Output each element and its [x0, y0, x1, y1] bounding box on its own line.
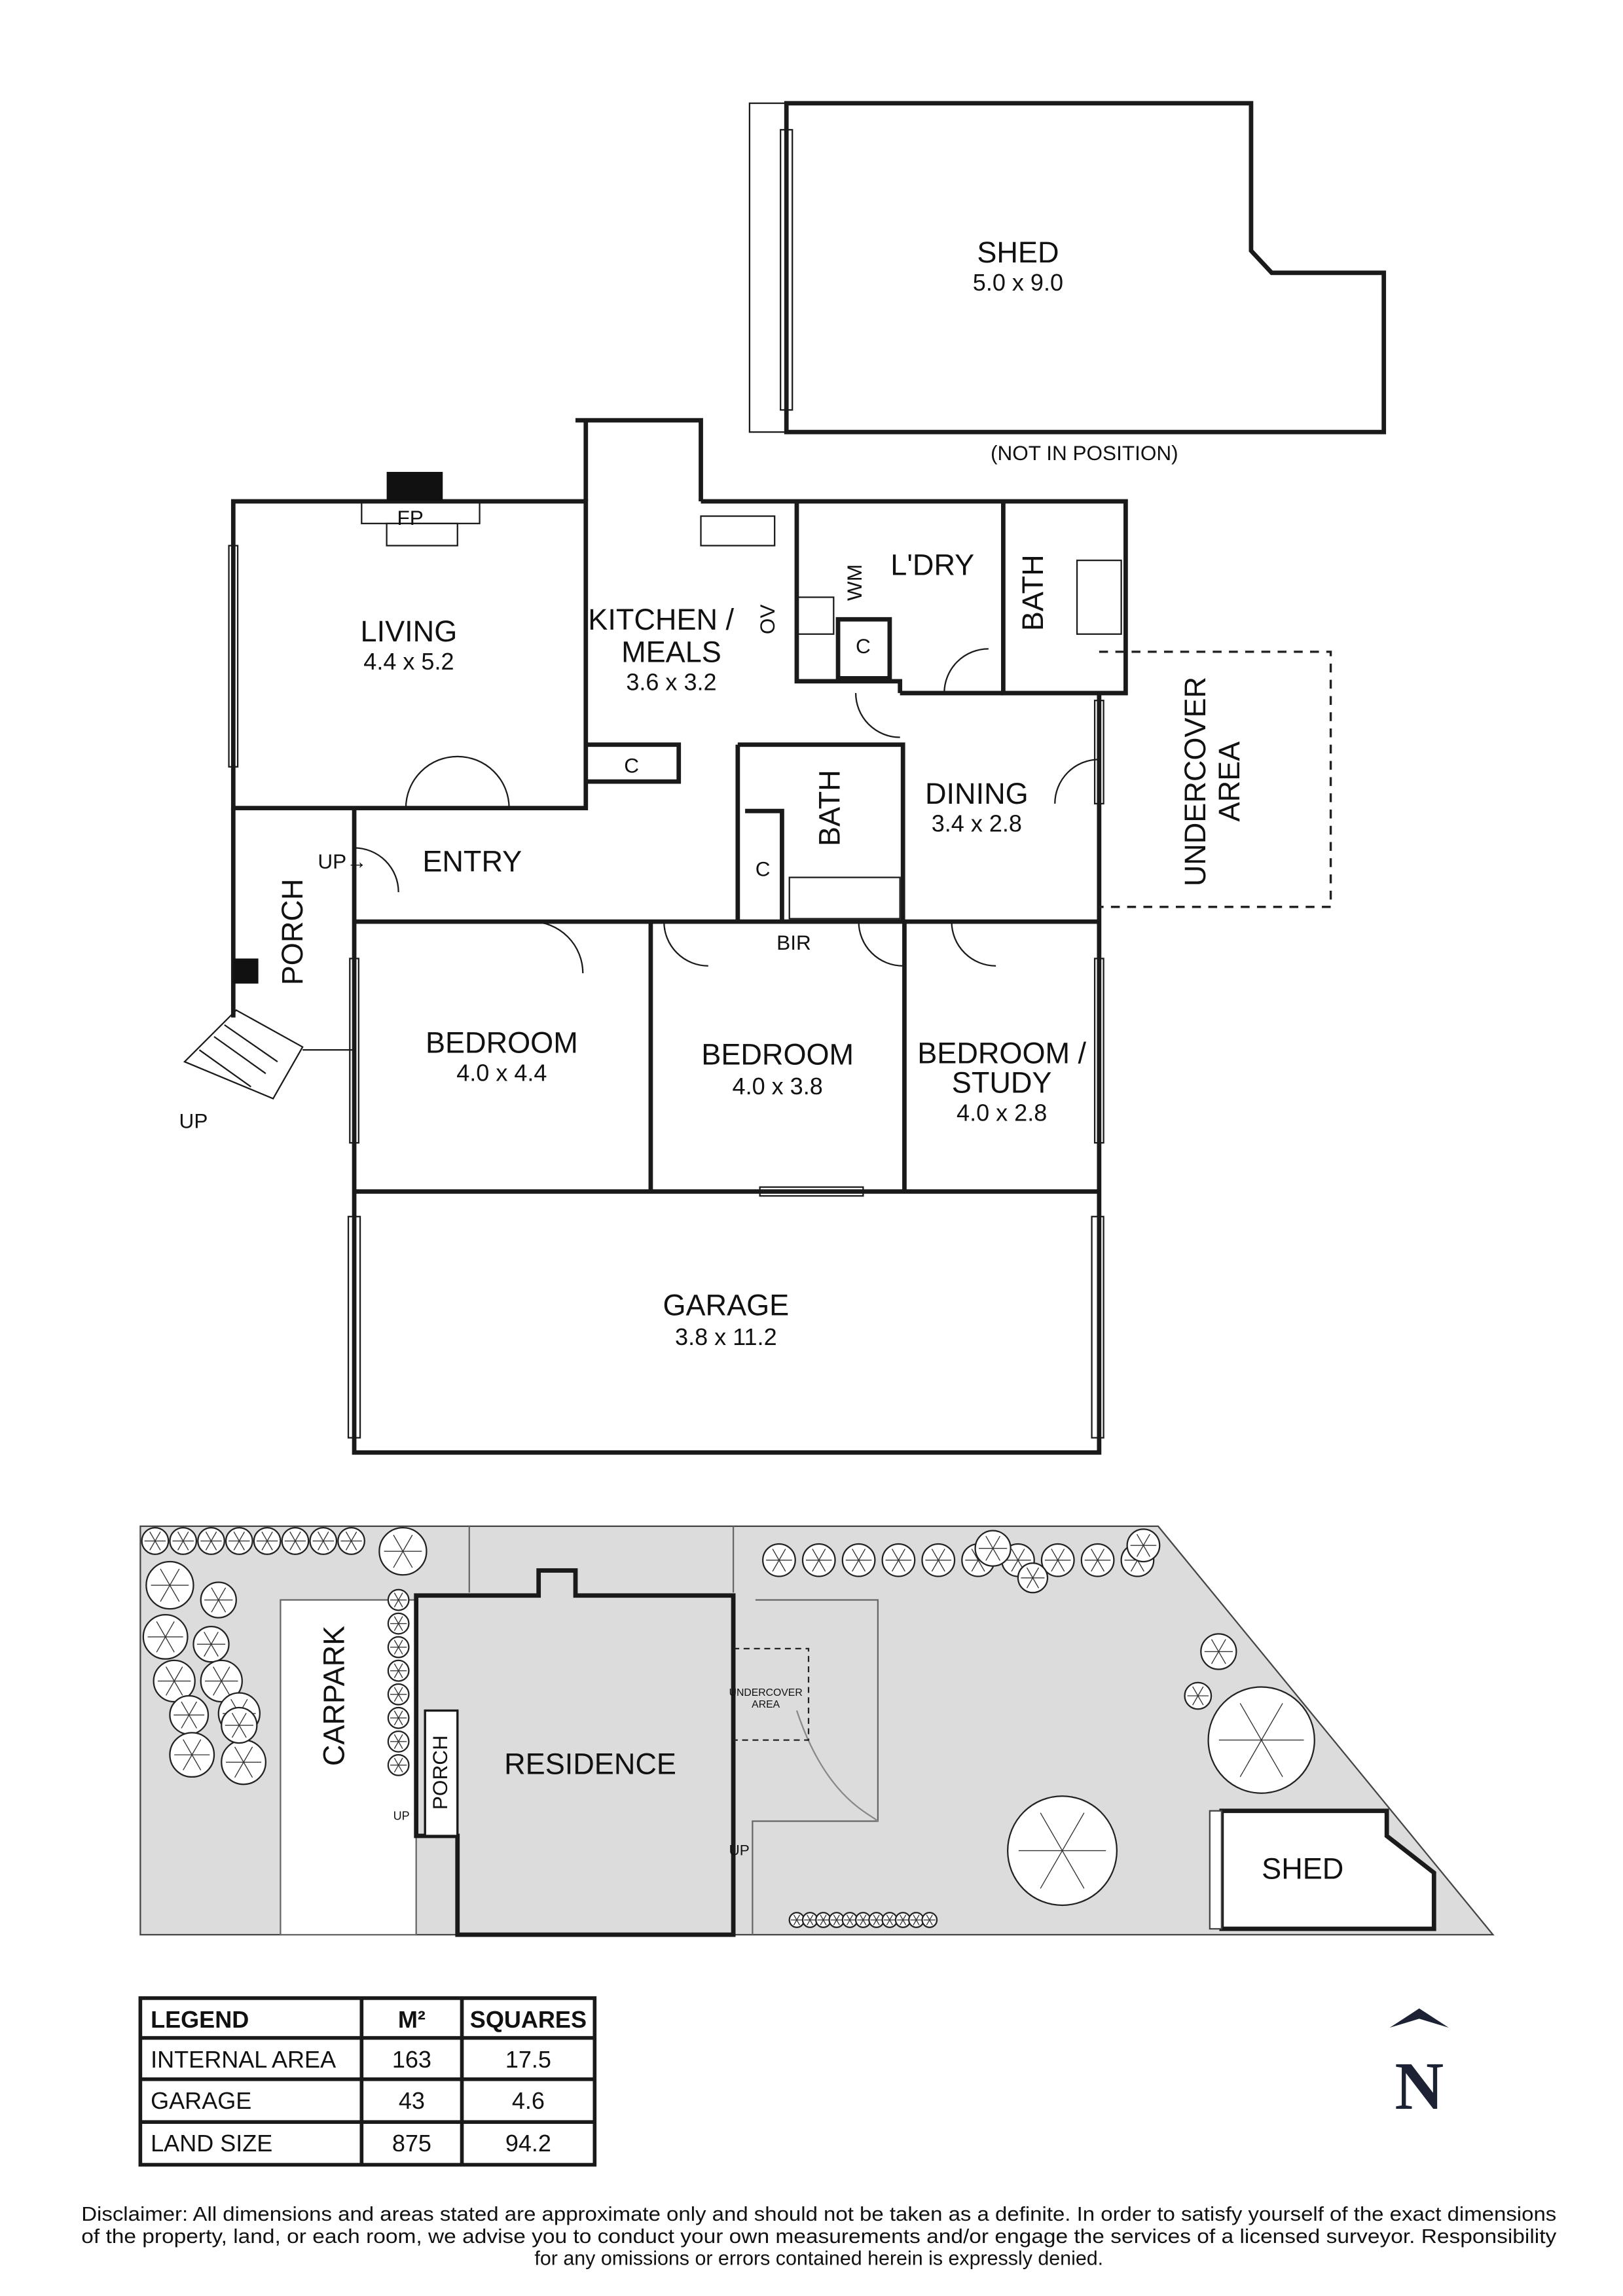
legend-row-m2: 875 — [392, 2130, 431, 2157]
site-plan: CARPARK RESIDENCE PORCH UNDERCOVER AREA … — [139, 1525, 1495, 1937]
site-porch-label: PORCH — [428, 1735, 452, 1810]
dining-dim: 3.4 x 2.8 — [932, 810, 1022, 837]
site-undercover-label: UNDERCOVER — [729, 1687, 803, 1698]
north-label: N — [1395, 2049, 1444, 2124]
legend-header-m2: M² — [398, 2006, 426, 2033]
living-dim: 4.4 x 5.2 — [363, 648, 454, 675]
study-label: STUDY — [952, 1066, 1052, 1100]
disclaimer-line: Disclaimer: All dimensions and areas sta… — [81, 2203, 1556, 2225]
cupboard-label: C — [756, 857, 771, 880]
meals-label: MEALS — [621, 636, 721, 669]
bath-2-label: BATH — [812, 770, 846, 846]
legend-row-label: LAND SIZE — [151, 2130, 272, 2157]
site-shed-label: SHED — [1262, 1852, 1343, 1885]
legend-row-squares: 17.5 — [505, 2046, 551, 2073]
kitchen-label: KITCHEN / — [588, 603, 734, 636]
shed-dim: 5.0 x 9.0 — [973, 269, 1063, 296]
bedroom-2-label: BEDROOM — [701, 1038, 854, 1071]
bedroom-3-label: BEDROOM / — [917, 1036, 1086, 1069]
shed-label: SHED — [977, 236, 1059, 269]
living-label: LIVING — [361, 615, 458, 648]
disclaimer-line: for any omissions or errors contained he… — [534, 2248, 1103, 2270]
porch-label: PORCH — [276, 879, 309, 986]
legend-header: LEGEND — [151, 2006, 249, 2033]
garage-label: GARAGE — [663, 1289, 789, 1322]
legend-row-squares: 4.6 — [512, 2087, 545, 2114]
bir-label: BIR — [776, 931, 811, 954]
disclaimer-line: of the property, land, or each room, we … — [81, 2225, 1557, 2248]
cupboard-label: C — [856, 634, 871, 658]
dining-label: DINING — [925, 777, 1029, 810]
undercover-label-2: AREA — [1213, 742, 1246, 822]
bedroom-2-dim: 4.0 x 3.8 — [733, 1073, 823, 1100]
garage-dim: 3.8 x 11.2 — [675, 1323, 777, 1350]
bedroom-1-dim: 4.0 x 4.4 — [456, 1059, 547, 1086]
entry-label: ENTRY — [422, 845, 522, 878]
site-up-label: UP — [393, 1809, 410, 1822]
stairs-up-label: UP — [179, 1109, 208, 1133]
legend-row-label: INTERNAL AREA — [151, 2046, 336, 2073]
shed-note: (NOT IN POSITION) — [991, 441, 1178, 465]
kitchen-dim: 3.6 x 3.2 — [626, 668, 716, 695]
washing-machine-label: WM — [843, 564, 866, 601]
oven-label: OV — [756, 605, 779, 635]
fireplace-label: FP — [397, 506, 424, 529]
legend-header-squares: SQUARES — [470, 2006, 587, 2033]
laundry-label: L'DRY — [890, 548, 974, 582]
cupboard-label: C — [624, 754, 639, 778]
disclaimer: Disclaimer: All dimensions and areas sta… — [81, 2203, 1557, 2270]
undercover-label: UNDERCOVER — [1178, 677, 1212, 886]
up-label: UP→ — [318, 850, 367, 873]
bath-label: BATH — [1016, 554, 1049, 631]
room-labels: LIVING 4.4 x 5.2 KITCHEN / MEALS 3.6 x 3… — [179, 506, 1246, 1350]
site-up-label-2: UP — [729, 1842, 749, 1858]
carpark-label: CARPARK — [317, 1626, 350, 1766]
house-walls — [183, 418, 1332, 1455]
legend-table: LEGEND M² SQUARES INTERNAL AREA 163 17.5… — [138, 1996, 597, 2167]
north-arrow-icon: N — [1389, 2008, 1449, 2124]
residence-label: RESIDENCE — [504, 1747, 676, 1780]
legend-row-label: GARAGE — [151, 2087, 251, 2114]
legend-row-m2: 43 — [399, 2087, 425, 2114]
legend-row-squares: 94.2 — [505, 2130, 551, 2157]
bedroom-1-label: BEDROOM — [426, 1026, 578, 1060]
legend-row-m2: 163 — [392, 2046, 431, 2073]
bedroom-3-dim: 4.0 x 2.8 — [957, 1099, 1047, 1126]
site-undercover-label-2: AREA — [752, 1699, 780, 1710]
shed: SHED 5.0 x 9.0 (NOT IN POSITION) — [748, 101, 1387, 465]
